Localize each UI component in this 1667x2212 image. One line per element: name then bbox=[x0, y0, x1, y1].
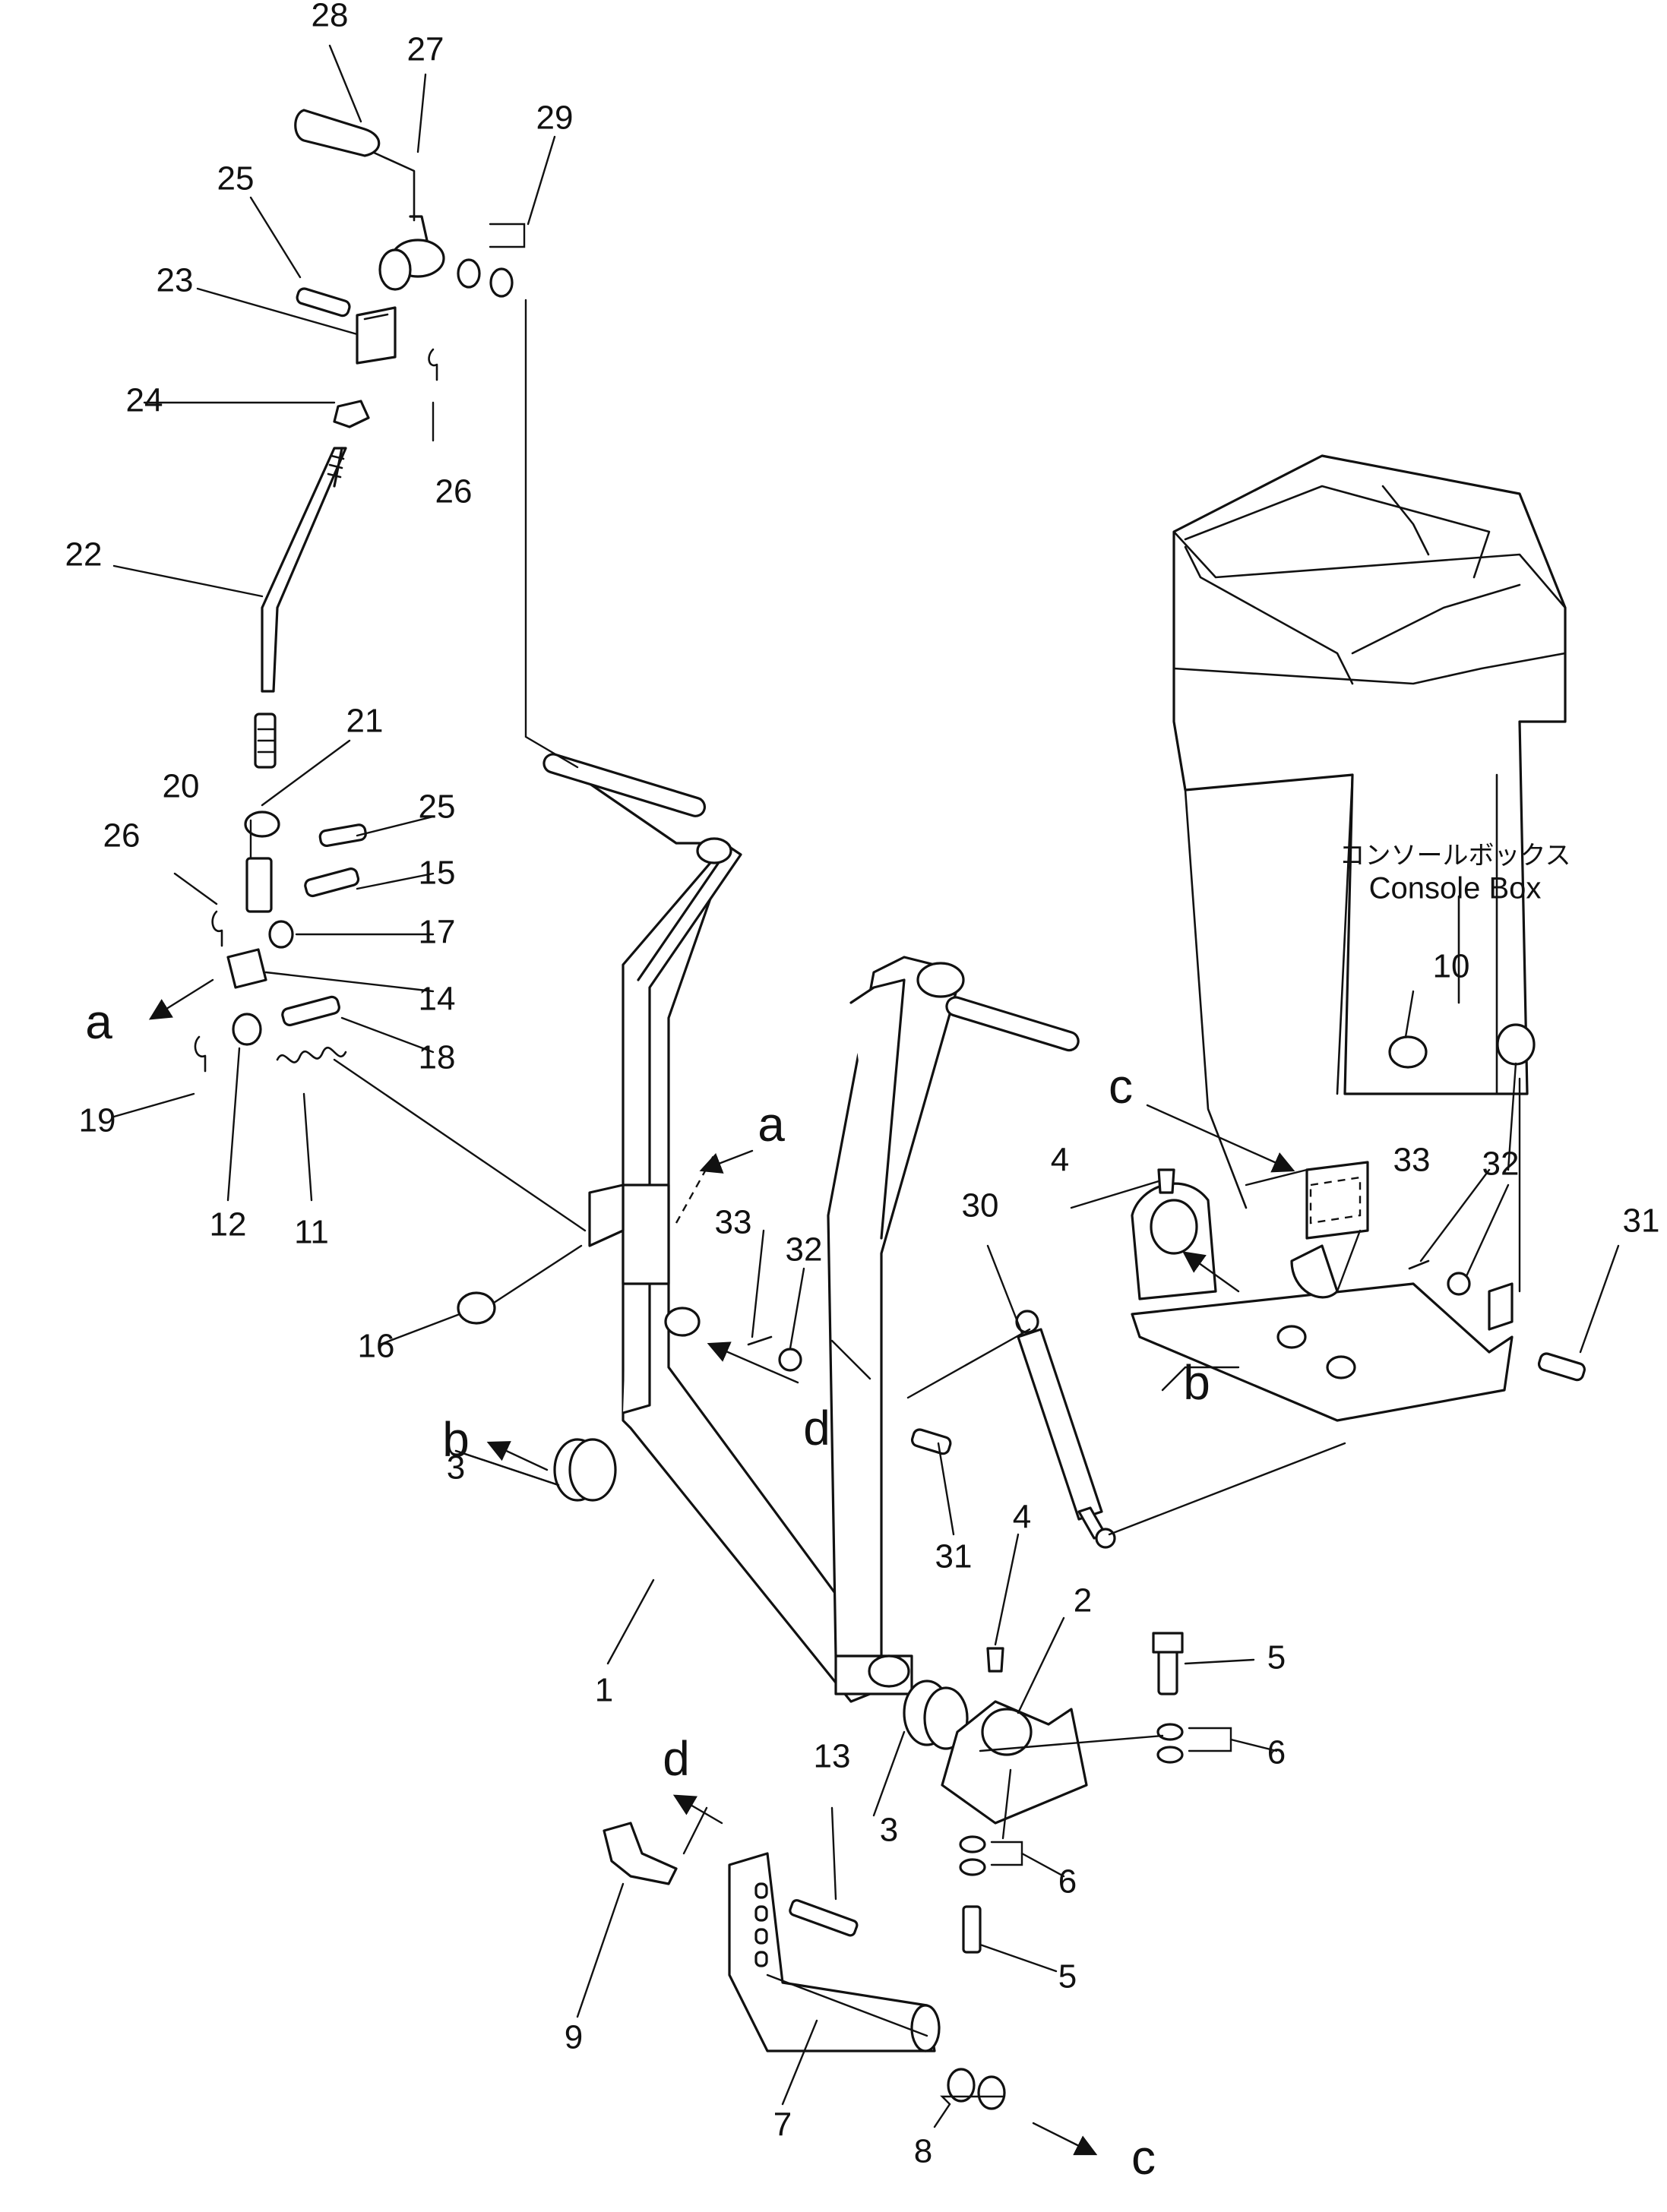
letter-c-bottom: c bbox=[1131, 2130, 1156, 2185]
callout-20: 20 bbox=[163, 768, 200, 805]
callout-4-upper: 4 bbox=[1051, 1142, 1069, 1179]
callout-14: 14 bbox=[419, 981, 456, 1018]
callout-25-lower: 25 bbox=[419, 788, 456, 826]
callout-26-lower: 26 bbox=[103, 817, 141, 855]
callout-11: 11 bbox=[294, 1214, 329, 1251]
pedal-frame-1 bbox=[542, 753, 1080, 1703]
letter-a-right: a bbox=[758, 1097, 785, 1152]
callout-2: 2 bbox=[1074, 1582, 1092, 1620]
callout-29: 29 bbox=[536, 100, 574, 137]
callout-19: 19 bbox=[79, 1102, 116, 1139]
callout-13: 13 bbox=[814, 1738, 851, 1775]
console-box-label-en: Console Box bbox=[1369, 872, 1542, 905]
callout-3-left: 3 bbox=[447, 1449, 465, 1487]
callout-9: 9 bbox=[565, 2019, 583, 2056]
callout-28: 28 bbox=[312, 0, 349, 34]
rod-joint-parts bbox=[194, 811, 367, 1073]
callout-7: 7 bbox=[773, 2106, 792, 2144]
callout-16: 16 bbox=[358, 1328, 395, 1365]
callout-33-left: 33 bbox=[715, 1204, 752, 1241]
callout-3-right: 3 bbox=[880, 1812, 898, 1849]
connection-arrows bbox=[148, 978, 1295, 2156]
pedal-slots bbox=[754, 1882, 768, 1967]
shift-rod-assembly bbox=[254, 109, 514, 769]
callout-33-right: 33 bbox=[1393, 1142, 1431, 1179]
letter-d-bottom: d bbox=[663, 1731, 690, 1786]
callout-6-upper: 6 bbox=[1267, 1734, 1286, 1771]
callout-18: 18 bbox=[419, 1039, 456, 1076]
callout-27: 27 bbox=[407, 31, 444, 68]
callout-26-top: 26 bbox=[435, 473, 473, 510]
callout-31-left: 31 bbox=[935, 1538, 973, 1575]
callout-10: 10 bbox=[1433, 948, 1470, 985]
callout-32-right: 32 bbox=[1482, 1146, 1520, 1183]
callout-31-right: 31 bbox=[1623, 1202, 1660, 1240]
callout-24: 24 bbox=[126, 382, 163, 419]
letter-d-top: d bbox=[803, 1401, 830, 1455]
console-box: コンソールボックス Console Box bbox=[1172, 454, 1571, 1209]
rod-threads bbox=[257, 454, 345, 754]
callout-15: 15 bbox=[419, 855, 456, 892]
callout-5-lower: 5 bbox=[1058, 1958, 1077, 1996]
callout-1: 1 bbox=[595, 1672, 613, 1709]
callout-17: 17 bbox=[419, 914, 456, 951]
callout-25-top: 25 bbox=[217, 160, 255, 198]
callout-32-left: 32 bbox=[786, 1231, 823, 1269]
callout-numbers: 28 27 29 25 23 24 26 22 21 20 25 26 15 1… bbox=[65, 0, 1660, 2170]
console-base-bracket bbox=[1131, 1161, 1514, 1422]
callout-8: 8 bbox=[914, 2133, 932, 2170]
callout-23: 23 bbox=[157, 262, 194, 299]
letter-a-left: a bbox=[85, 994, 112, 1049]
leader-lines bbox=[112, 44, 1620, 2128]
letter-c-top: c bbox=[1109, 1059, 1133, 1114]
callout-30: 30 bbox=[962, 1187, 999, 1224]
callout-12: 12 bbox=[210, 1206, 247, 1243]
callout-22: 22 bbox=[65, 536, 103, 574]
letter-b-right: b bbox=[1183, 1355, 1210, 1410]
callout-5-upper: 5 bbox=[1267, 1639, 1286, 1676]
callout-21: 21 bbox=[346, 703, 384, 740]
callout-6-lower: 6 bbox=[1058, 1863, 1077, 1901]
connection-letters: a a b b c c d d bbox=[85, 994, 1210, 2185]
console-box-label-jp: コンソールボックス bbox=[1340, 841, 1571, 871]
letter-b-left: b bbox=[442, 1412, 470, 1467]
callout-4-lower: 4 bbox=[1013, 1499, 1031, 1536]
